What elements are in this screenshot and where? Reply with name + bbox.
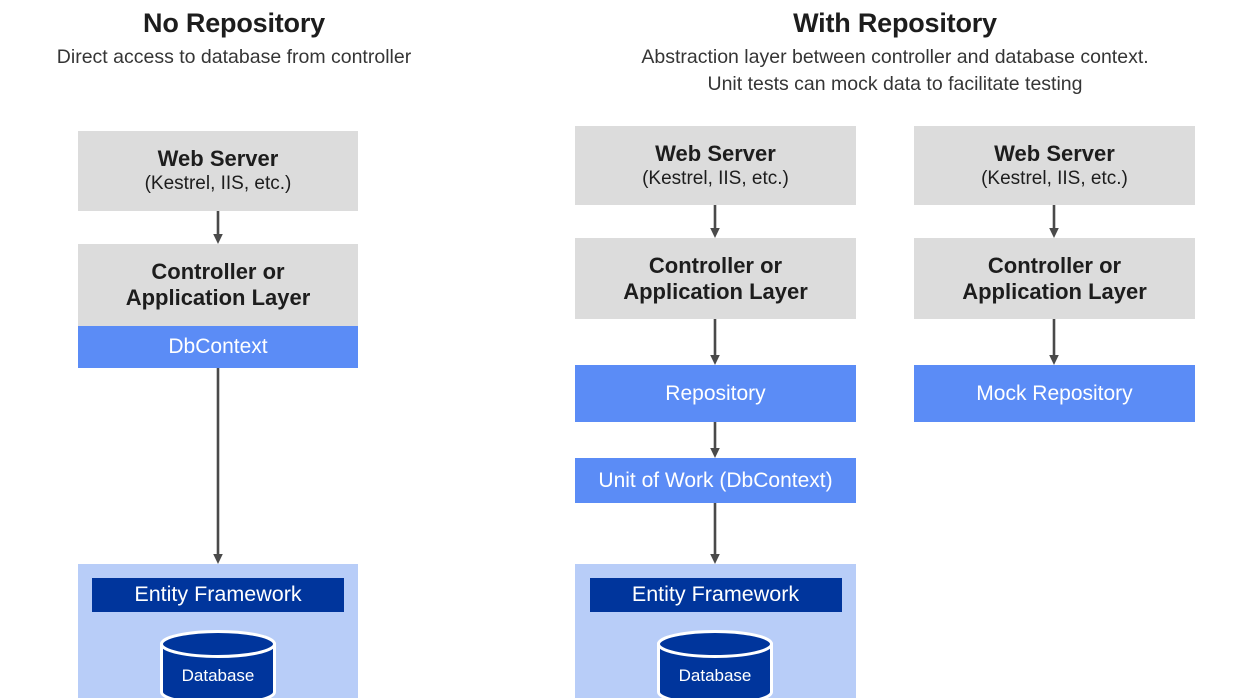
node-web-server-title-col2: Web Server xyxy=(655,140,776,166)
node-web-server-subtitle-col3: (Kestrel, IIS, etc.) xyxy=(981,167,1128,189)
arrow-controller-to-mock-repository-col3 xyxy=(1047,319,1061,365)
node-controller-col1[interactable]: Controller or Application Layer xyxy=(78,244,358,326)
node-web-server-col3[interactable]: Web Server (Kestrel, IIS, etc.) xyxy=(914,126,1195,205)
node-controller-line2-col3: Application Layer xyxy=(962,278,1147,304)
page-subtitle-right-line1: Abstraction layer between controller and… xyxy=(641,46,1149,69)
arrow-web-server-to-controller-col1 xyxy=(211,211,225,244)
node-entity-framework-col2[interactable]: Entity Framework xyxy=(589,578,842,612)
node-web-server-col2[interactable]: Web Server (Kestrel, IIS, etc.) xyxy=(575,126,856,205)
node-web-server-title-col3: Web Server xyxy=(994,140,1115,166)
node-controller-line2-col1: Application Layer xyxy=(125,285,311,310)
node-web-server-col1[interactable]: Web Server (Kestrel, IIS, etc.) xyxy=(78,131,358,211)
node-mock-repository-col3[interactable]: Mock Repository xyxy=(914,365,1195,422)
node-web-server-title-col1: Web Server xyxy=(157,146,279,172)
page-title-right: With Repository xyxy=(793,8,997,38)
arrow-controller-to-repository-col2 xyxy=(708,319,722,365)
node-controller-line1-col3: Controller or xyxy=(987,252,1122,278)
node-entity-framework-col1[interactable]: Entity Framework xyxy=(92,578,344,612)
node-controller-line1-col1: Controller or xyxy=(151,259,285,285)
node-web-server-subtitle-col1: (Kestrel, IIS, etc.) xyxy=(144,173,292,195)
arrow-web-server-to-controller-col3 xyxy=(1047,205,1061,238)
node-database-cylinder-col1[interactable]: Database xyxy=(158,630,278,698)
heading-with-repository: With Repository Abstraction layer betwee… xyxy=(556,8,1234,98)
node-unit-of-work-col2[interactable]: Unit of Work (DbContext) xyxy=(575,458,856,503)
node-controller-line1-col2: Controller or xyxy=(648,252,783,278)
container-data-layer-col2: Entity Framework Database xyxy=(575,564,856,698)
node-dbcontext-col1[interactable]: DbContext xyxy=(78,326,358,368)
node-mock-repository-label-col3: Mock Repository xyxy=(976,381,1133,405)
heading-no-repository: No Repository Direct access to database … xyxy=(0,8,468,71)
arrow-web-server-to-controller-col2 xyxy=(708,205,722,238)
node-unit-of-work-label-col2: Unit of Work (DbContext) xyxy=(598,468,833,492)
node-entity-framework-label-col2: Entity Framework xyxy=(631,582,800,607)
node-controller-col2[interactable]: Controller or Application Layer xyxy=(575,238,856,319)
arrow-dbcontext-to-entity-framework-col1 xyxy=(211,368,225,564)
page-subtitle-right-line2: Unit tests can mock data to facilitate t… xyxy=(707,72,1083,95)
node-dbcontext-label-col1: DbContext xyxy=(168,335,268,359)
node-web-server-subtitle-col2: (Kestrel, IIS, etc.) xyxy=(642,167,789,189)
node-repository-col2[interactable]: Repository xyxy=(575,365,856,422)
node-entity-framework-label-col1: Entity Framework xyxy=(134,582,302,607)
node-controller-col3[interactable]: Controller or Application Layer xyxy=(914,238,1195,319)
node-repository-label-col2: Repository xyxy=(665,381,766,405)
page-title-left: No Repository xyxy=(143,8,325,38)
container-data-layer-col1: Entity Framework Database xyxy=(78,564,358,698)
page-subtitle-left: Direct access to database from controlle… xyxy=(56,46,412,69)
arrow-unit-of-work-to-entity-framework-col2 xyxy=(708,503,722,564)
node-database-cylinder-col2[interactable]: Database xyxy=(655,630,775,698)
arrow-repository-to-unit-of-work-col2 xyxy=(708,422,722,458)
node-controller-line2-col2: Application Layer xyxy=(623,278,808,304)
